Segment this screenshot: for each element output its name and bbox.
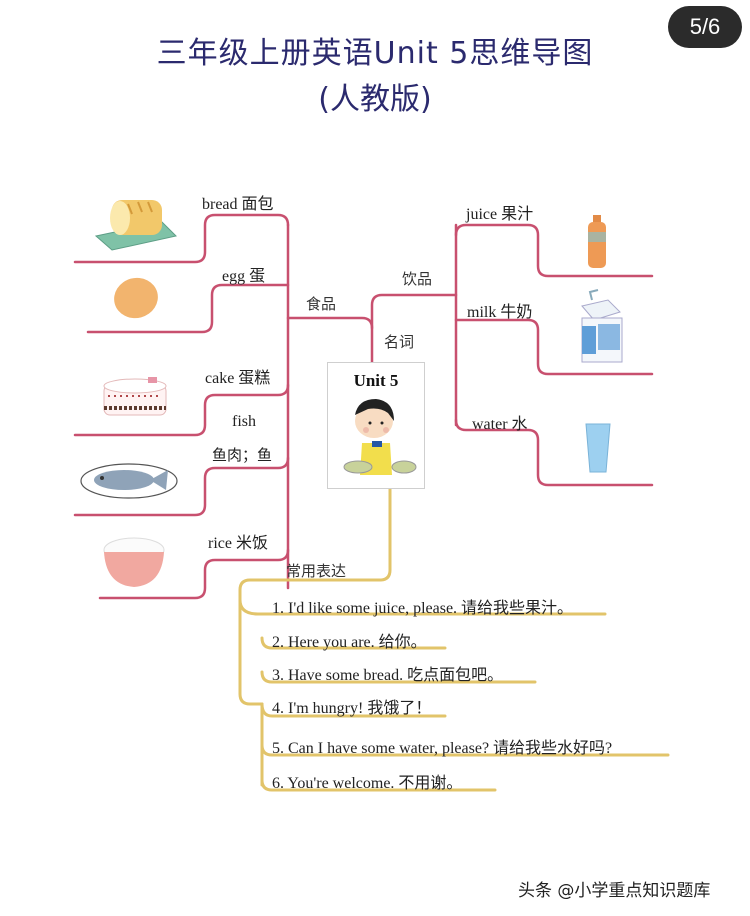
drinks-category-label: 饮品	[402, 270, 433, 288]
food-item-bread-label: bread 面包	[202, 196, 274, 213]
cake-branch-line	[73, 383, 290, 437]
expr-link-line	[238, 485, 392, 706]
juice-branch-line	[454, 223, 654, 278]
expression-item: 6. You're welcome. 不用谢。	[272, 775, 463, 792]
food-item-cake-label: cake 蛋糕	[205, 370, 271, 387]
egg-icon	[114, 277, 158, 319]
fish-icon	[80, 463, 178, 499]
expression-item: 4. I'm hungry! 我饿了！	[272, 700, 432, 717]
expr-line-4	[260, 702, 447, 718]
food-item-rice-label: rice 米饭	[208, 535, 268, 552]
cake-icon	[103, 377, 167, 416]
page-subtitle: (人教版)	[318, 82, 432, 117]
expression-item: 5. Can I have some water, please? 请给我些水好…	[272, 740, 613, 757]
rice-bowl-icon	[103, 537, 165, 587]
bread-branch-line	[73, 213, 290, 264]
boy-eating-icon	[343, 399, 417, 475]
nouns-category-label: 名词	[384, 333, 415, 351]
expr-line-3	[260, 670, 537, 684]
expr-line-6	[260, 778, 497, 792]
watermark: 头条 @小学重点知识题库	[518, 881, 711, 901]
drink-item-juice-label: juice 果汁	[466, 206, 534, 223]
expressions-category-label: 常用表达	[286, 562, 347, 580]
milk-branch-line	[454, 318, 654, 376]
page-indicator-badge[interactable]: 5/6	[668, 6, 742, 48]
food-category-label: 食品	[306, 295, 337, 313]
expr-line-1	[238, 598, 607, 616]
page-title: 三年级上册英语Unit 5思维导图	[156, 36, 594, 71]
food-item-egg-label: egg 蛋	[222, 268, 266, 285]
center-node: Unit 5	[327, 362, 425, 489]
food-item-fish-label: fish	[232, 413, 256, 430]
water-glass-icon	[585, 423, 611, 473]
fish-branch-line	[73, 456, 290, 517]
food-item-fish-cn-label: 鱼肉；鱼	[212, 446, 273, 464]
rice-branch-line	[98, 548, 290, 600]
food-to-center-line	[286, 316, 374, 364]
drinks-link-line	[370, 293, 458, 330]
expr-line-2	[260, 636, 447, 650]
water-branch-line	[454, 418, 654, 487]
drink-item-milk-label: milk 牛奶	[467, 304, 533, 321]
expression-item: 1. I'd like some juice, please. 请给我些果汁。	[272, 600, 574, 617]
expression-item: 3. Have some bread. 吃点面包吧。	[272, 667, 504, 684]
juice-bottle-icon	[588, 215, 606, 268]
milk-carton-icon	[581, 289, 623, 363]
center-title: Unit 5	[353, 371, 399, 390]
expr-line-5	[260, 743, 670, 757]
bread-icon	[94, 200, 178, 251]
expression-item: 2. Here you are. 给你。	[272, 634, 427, 651]
egg-branch-line	[86, 283, 290, 334]
drink-item-water-label: water 水	[472, 416, 528, 433]
